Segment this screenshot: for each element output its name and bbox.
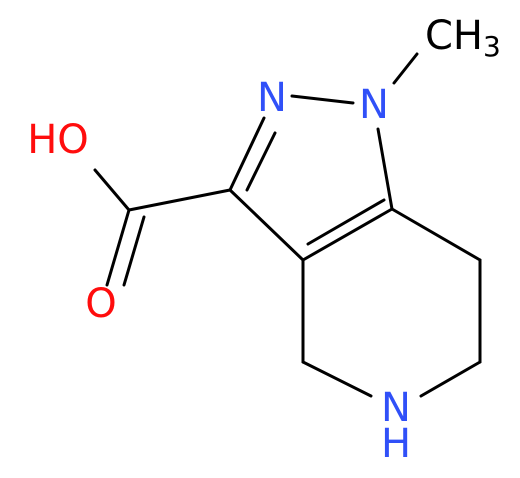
bond-n1-c7a (376, 127, 394, 211)
methyl-ch: CH (425, 13, 483, 59)
bond-carboxyl-oh (93, 168, 131, 212)
bond-n1-n2 (290, 94, 355, 105)
atom-labels: N N N H O HO CH3 (27, 13, 501, 467)
bond-c7a-c7 (390, 207, 482, 262)
atom-n2: N (257, 75, 287, 121)
bond-c3a-c7a-inner (306, 198, 386, 246)
atom-methyl: CH3 (425, 13, 501, 63)
atom-nh-hydrogen: H (381, 421, 411, 467)
atom-nh: N (381, 385, 411, 431)
bonds (93, 52, 482, 398)
bond-c3-carboxyl (127, 188, 232, 212)
bond-c3a-c7a (301, 207, 394, 262)
atom-ho: HO (27, 117, 89, 163)
bond-c3-c3a (228, 188, 305, 262)
bond-carboxyl-o (105, 208, 131, 287)
bond-c6-n5 (419, 360, 482, 398)
bond-carboxyl-o-inner (122, 215, 146, 287)
atom-n1: N (359, 82, 389, 128)
bond-n5-c4 (301, 360, 373, 398)
bond-n2-c3 (228, 116, 266, 192)
atom-o-carbonyl: O (85, 281, 116, 327)
bond-n1-methyl (392, 52, 419, 85)
bond-n2-c3-inner (245, 131, 277, 192)
methyl-subscript: 3 (483, 30, 501, 63)
